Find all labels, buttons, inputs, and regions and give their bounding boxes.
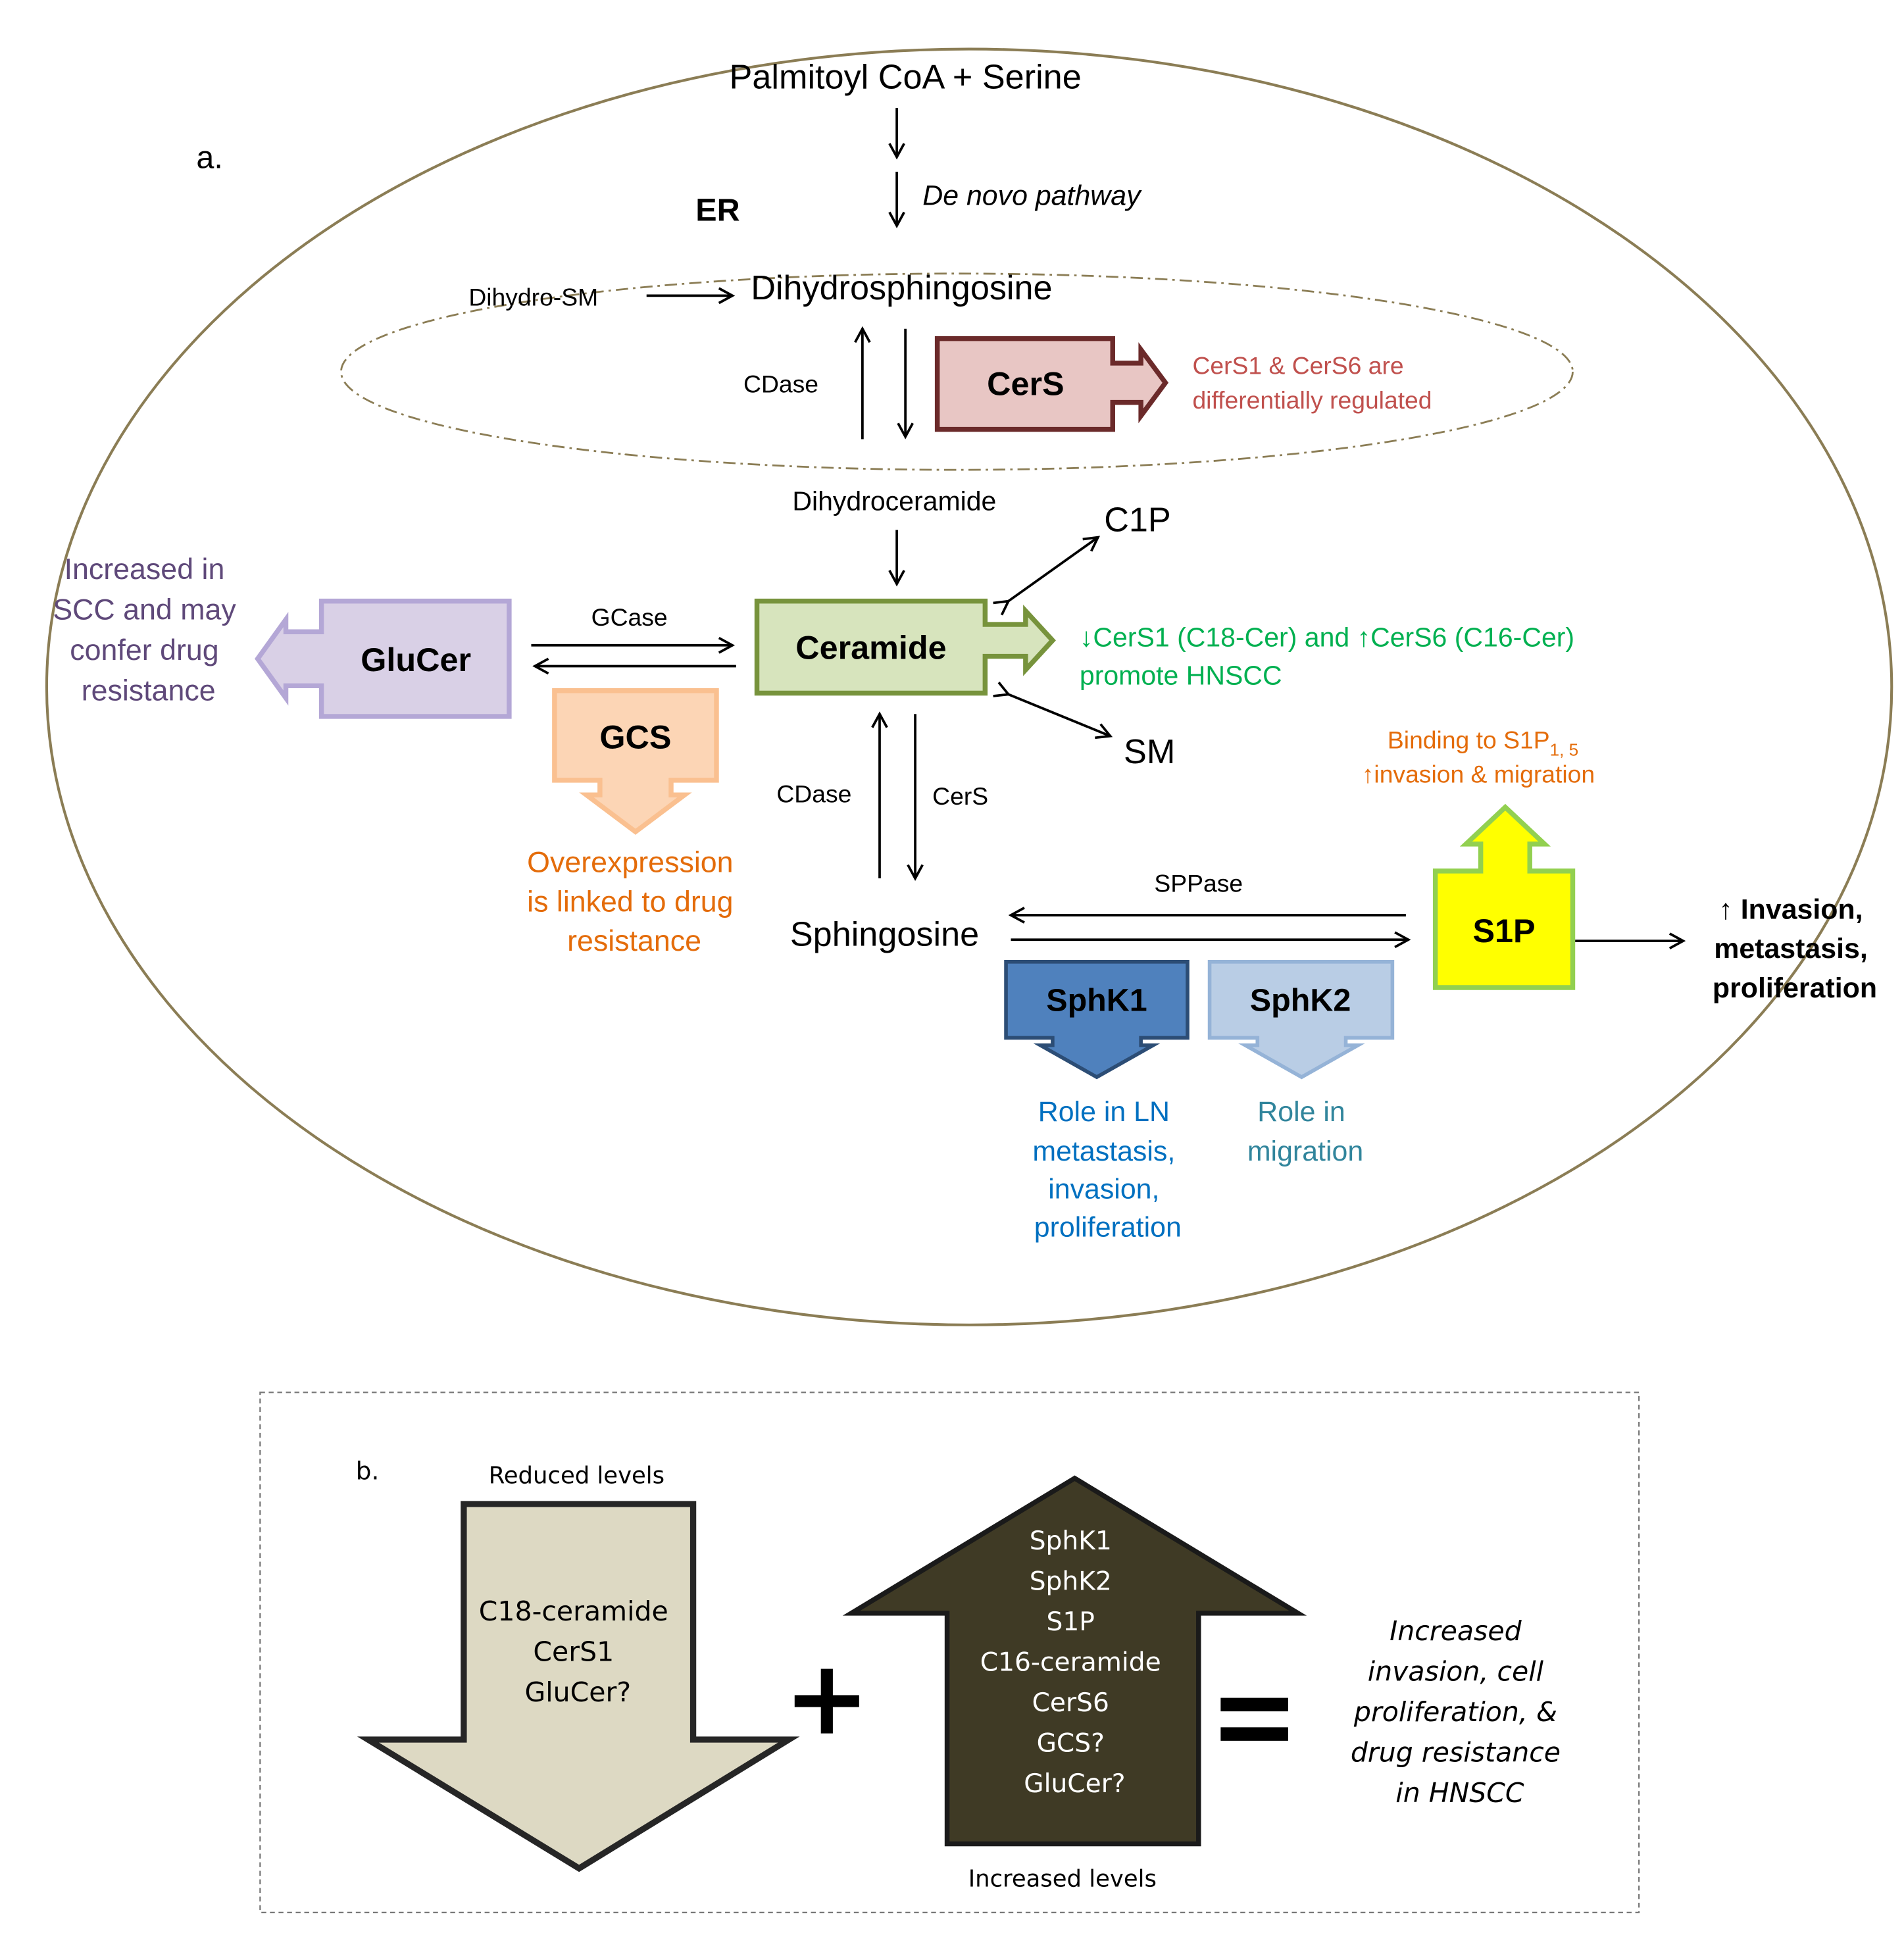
sphk2-note-line: Role in <box>1257 1096 1345 1128</box>
glucer-note: Increased in SCC and may confer drug res… <box>53 553 244 707</box>
s1p-note-subscript: 1, 5 <box>1550 740 1579 760</box>
arrow-sm <box>1009 694 1111 736</box>
sphk1-note-line: Role in LN <box>1038 1096 1170 1128</box>
result-line: drug resistance <box>1351 1737 1561 1769</box>
gcs-box: GCS <box>552 688 719 835</box>
gcs-note-line: resistance <box>567 924 701 957</box>
increased-item: SphK1 <box>1030 1526 1112 1556</box>
sphk2-box: SphK2 <box>1207 960 1395 1080</box>
sphk2-box-label: SphK2 <box>1250 982 1351 1018</box>
result-line: invasion, cell <box>1368 1655 1544 1687</box>
dihydroceramide: Dihydroceramide <box>792 486 996 516</box>
ceramide-box: Ceramide <box>754 598 1056 696</box>
sppase-label: SPPase <box>1154 870 1243 897</box>
dihydrosphingosine: Dihydrosphingosine <box>751 269 1052 307</box>
gcase-label: GCase <box>591 603 668 631</box>
sm: SM <box>1124 733 1175 771</box>
cdase-er-label: CDase <box>743 370 818 398</box>
panel-b-label: b. <box>356 1457 380 1486</box>
panel-b-frame <box>259 1392 1640 1914</box>
sphk2-note: Role in migration <box>1247 1096 1363 1167</box>
panel-b: b. Reduced levels C18-ceramide CerS1 Glu… <box>259 1392 1640 1914</box>
sphk1-note-line: metastasis, <box>1032 1136 1175 1167</box>
ceramide-box-label: Ceramide <box>795 628 946 666</box>
reduced-levels-arrow <box>357 1501 800 1872</box>
s1p-box-label: S1P <box>1472 912 1535 949</box>
cdase-lower-label: CDase <box>776 780 851 807</box>
outcome-text: ↑ Invasion, metastasis, proliferation <box>1713 894 1877 1004</box>
cers-note: CerS1 & CerS6 are differentially regulat… <box>1192 352 1432 414</box>
cers-note-line: differentially regulated <box>1192 386 1432 414</box>
gcs-box-label: GCS <box>599 718 671 755</box>
glucer-note-line: resistance <box>82 674 216 707</box>
gcs-note: Overexpression is linked to drug resista… <box>527 846 741 957</box>
ceramide-note: ↓CerS1 (C18-Cer) and ↑CerS6 (C16-Cer) pr… <box>1080 622 1582 691</box>
result-line: Increased <box>1390 1615 1522 1647</box>
sphingosine: Sphingosine <box>790 916 979 954</box>
s1p-box: S1P <box>1432 803 1576 990</box>
s1p-note-line2: ↑invasion & migration <box>1362 761 1595 788</box>
increased-item: GCS? <box>1037 1729 1105 1759</box>
sphk2-note-line: migration <box>1247 1136 1363 1167</box>
reduced-levels-title: Reduced levels <box>489 1462 664 1489</box>
equals-bar <box>1220 1727 1288 1741</box>
outcome-line: metastasis, <box>1714 933 1868 965</box>
palmitoyl-coa-serine: Palmitoyl CoA + Serine <box>730 58 1082 96</box>
increased-item: C16-ceramide <box>980 1648 1161 1678</box>
cers-lower-label: CerS <box>932 782 988 810</box>
de-novo-pathway-label: De novo pathway <box>922 180 1142 211</box>
glucer-box: GluCer <box>255 598 512 719</box>
cers-er-box: CerS <box>934 336 1169 432</box>
gcs-note-line: Overexpression <box>527 846 733 879</box>
plus-sign: + <box>784 1638 870 1758</box>
increased-item: CerS6 <box>1032 1688 1109 1718</box>
sphk1-note-line: invasion, <box>1048 1174 1159 1205</box>
cell-outline <box>45 47 1893 1326</box>
dihydro-sm: Dihydro-SM <box>468 283 598 311</box>
result-line: proliferation, & <box>1353 1696 1557 1728</box>
increased-item: S1P <box>1047 1607 1095 1637</box>
panel-a: a. ER Palmitoyl CoA + Serine De novo pat… <box>45 47 1893 1326</box>
er-outline <box>340 272 1574 471</box>
panel-a-label: a. <box>196 139 222 175</box>
result-line: in HNSCC <box>1395 1777 1524 1809</box>
increased-item: SphK2 <box>1030 1567 1112 1597</box>
arrow-c1p <box>1009 538 1098 601</box>
glucer-box-label: GluCer <box>361 641 471 678</box>
cers-er-box-label: CerS <box>987 364 1065 402</box>
glucer-note-line: confer drug <box>70 634 218 666</box>
reduced-item: GluCer? <box>524 1676 631 1708</box>
outcome-line: proliferation <box>1713 972 1877 1004</box>
reduced-item: CerS1 <box>533 1636 614 1668</box>
result-text: Increased invasion, cell proliferation, … <box>1351 1615 1569 1809</box>
reduced-item: C18-ceramide <box>479 1595 668 1627</box>
increased-item: GluCer? <box>1024 1769 1125 1799</box>
s1p-note-line1: Binding to S1P <box>1388 726 1550 753</box>
ceramide-note-line: promote HNSCC <box>1080 660 1282 690</box>
sphk1-box: SphK1 <box>1004 960 1190 1080</box>
outcome-line: ↑ Invasion, <box>1718 894 1863 926</box>
reduced-levels-items: C18-ceramide CerS1 GluCer? <box>479 1595 677 1708</box>
c1p: C1P <box>1104 501 1171 539</box>
equals-sign <box>1220 1697 1288 1741</box>
gcs-note-line: is linked to drug <box>527 885 733 918</box>
increased-levels-items: SphK1 SphK2 S1P C16-ceramide CerS6 GCS? … <box>980 1526 1169 1799</box>
ceramide-note-line: ↓CerS1 (C18-Cer) and ↑CerS6 (C16-Cer) <box>1080 622 1574 653</box>
glucer-note-line: SCC and may <box>53 593 236 626</box>
er-label: ER <box>695 193 739 228</box>
increased-levels-title: Increased levels <box>968 1866 1157 1893</box>
sphk1-note: Role in LN metastasis, invasion, prolife… <box>1032 1096 1183 1243</box>
sphk1-box-label: SphK1 <box>1046 982 1147 1018</box>
increased-levels-arrow <box>842 1475 1307 1847</box>
glucer-note-line: Increased in <box>64 553 225 586</box>
cers-note-line: CerS1 & CerS6 are <box>1192 352 1403 380</box>
sphk1-note-line: proliferation <box>1034 1212 1182 1243</box>
s1p-note: Binding to S1P1, 5 ↑invasion & migration <box>1362 726 1595 788</box>
equals-bar <box>1220 1697 1288 1712</box>
